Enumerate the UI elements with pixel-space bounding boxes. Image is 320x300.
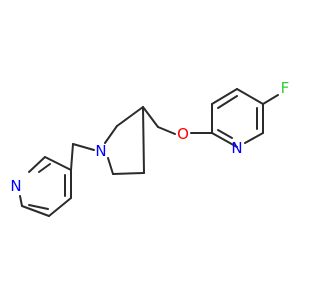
bond xyxy=(107,157,114,175)
double-bond-inner xyxy=(28,204,49,210)
bond xyxy=(244,132,264,144)
oxygen-atom-label: O xyxy=(177,125,189,143)
c-f-bond xyxy=(262,94,279,105)
pyrrolidine-nitrogen-label: N xyxy=(95,142,106,160)
bond xyxy=(211,132,238,148)
bond xyxy=(157,126,176,135)
pyridine-nitrogen-left-label: N xyxy=(10,177,21,195)
ether-linker xyxy=(142,106,213,135)
double-bond-inner xyxy=(217,95,238,109)
double-bond-inner xyxy=(38,163,51,173)
pyridine-nitrogen-right-label: N xyxy=(231,139,242,157)
bond xyxy=(44,156,72,171)
fluorine-atom-label: F xyxy=(281,79,290,97)
bond xyxy=(236,88,264,105)
pyridine-ring xyxy=(19,156,72,217)
pyrrolidine-ring xyxy=(104,106,145,175)
bond xyxy=(142,106,159,128)
bond xyxy=(70,143,74,171)
structure-canvas: F O N N N xyxy=(10,79,290,217)
bond xyxy=(104,125,118,144)
benzyl-linker xyxy=(70,143,95,171)
bond xyxy=(116,106,144,127)
chemical-structure: F O N N N xyxy=(10,79,290,217)
bond xyxy=(19,195,23,207)
bond xyxy=(28,156,46,173)
bond xyxy=(211,88,238,105)
bond xyxy=(21,205,50,217)
bond xyxy=(48,197,72,217)
bond xyxy=(112,172,145,175)
bond xyxy=(142,106,145,174)
fluoropyridine-ring xyxy=(211,88,264,148)
bond xyxy=(72,143,95,151)
double-bond-inner xyxy=(217,129,233,139)
